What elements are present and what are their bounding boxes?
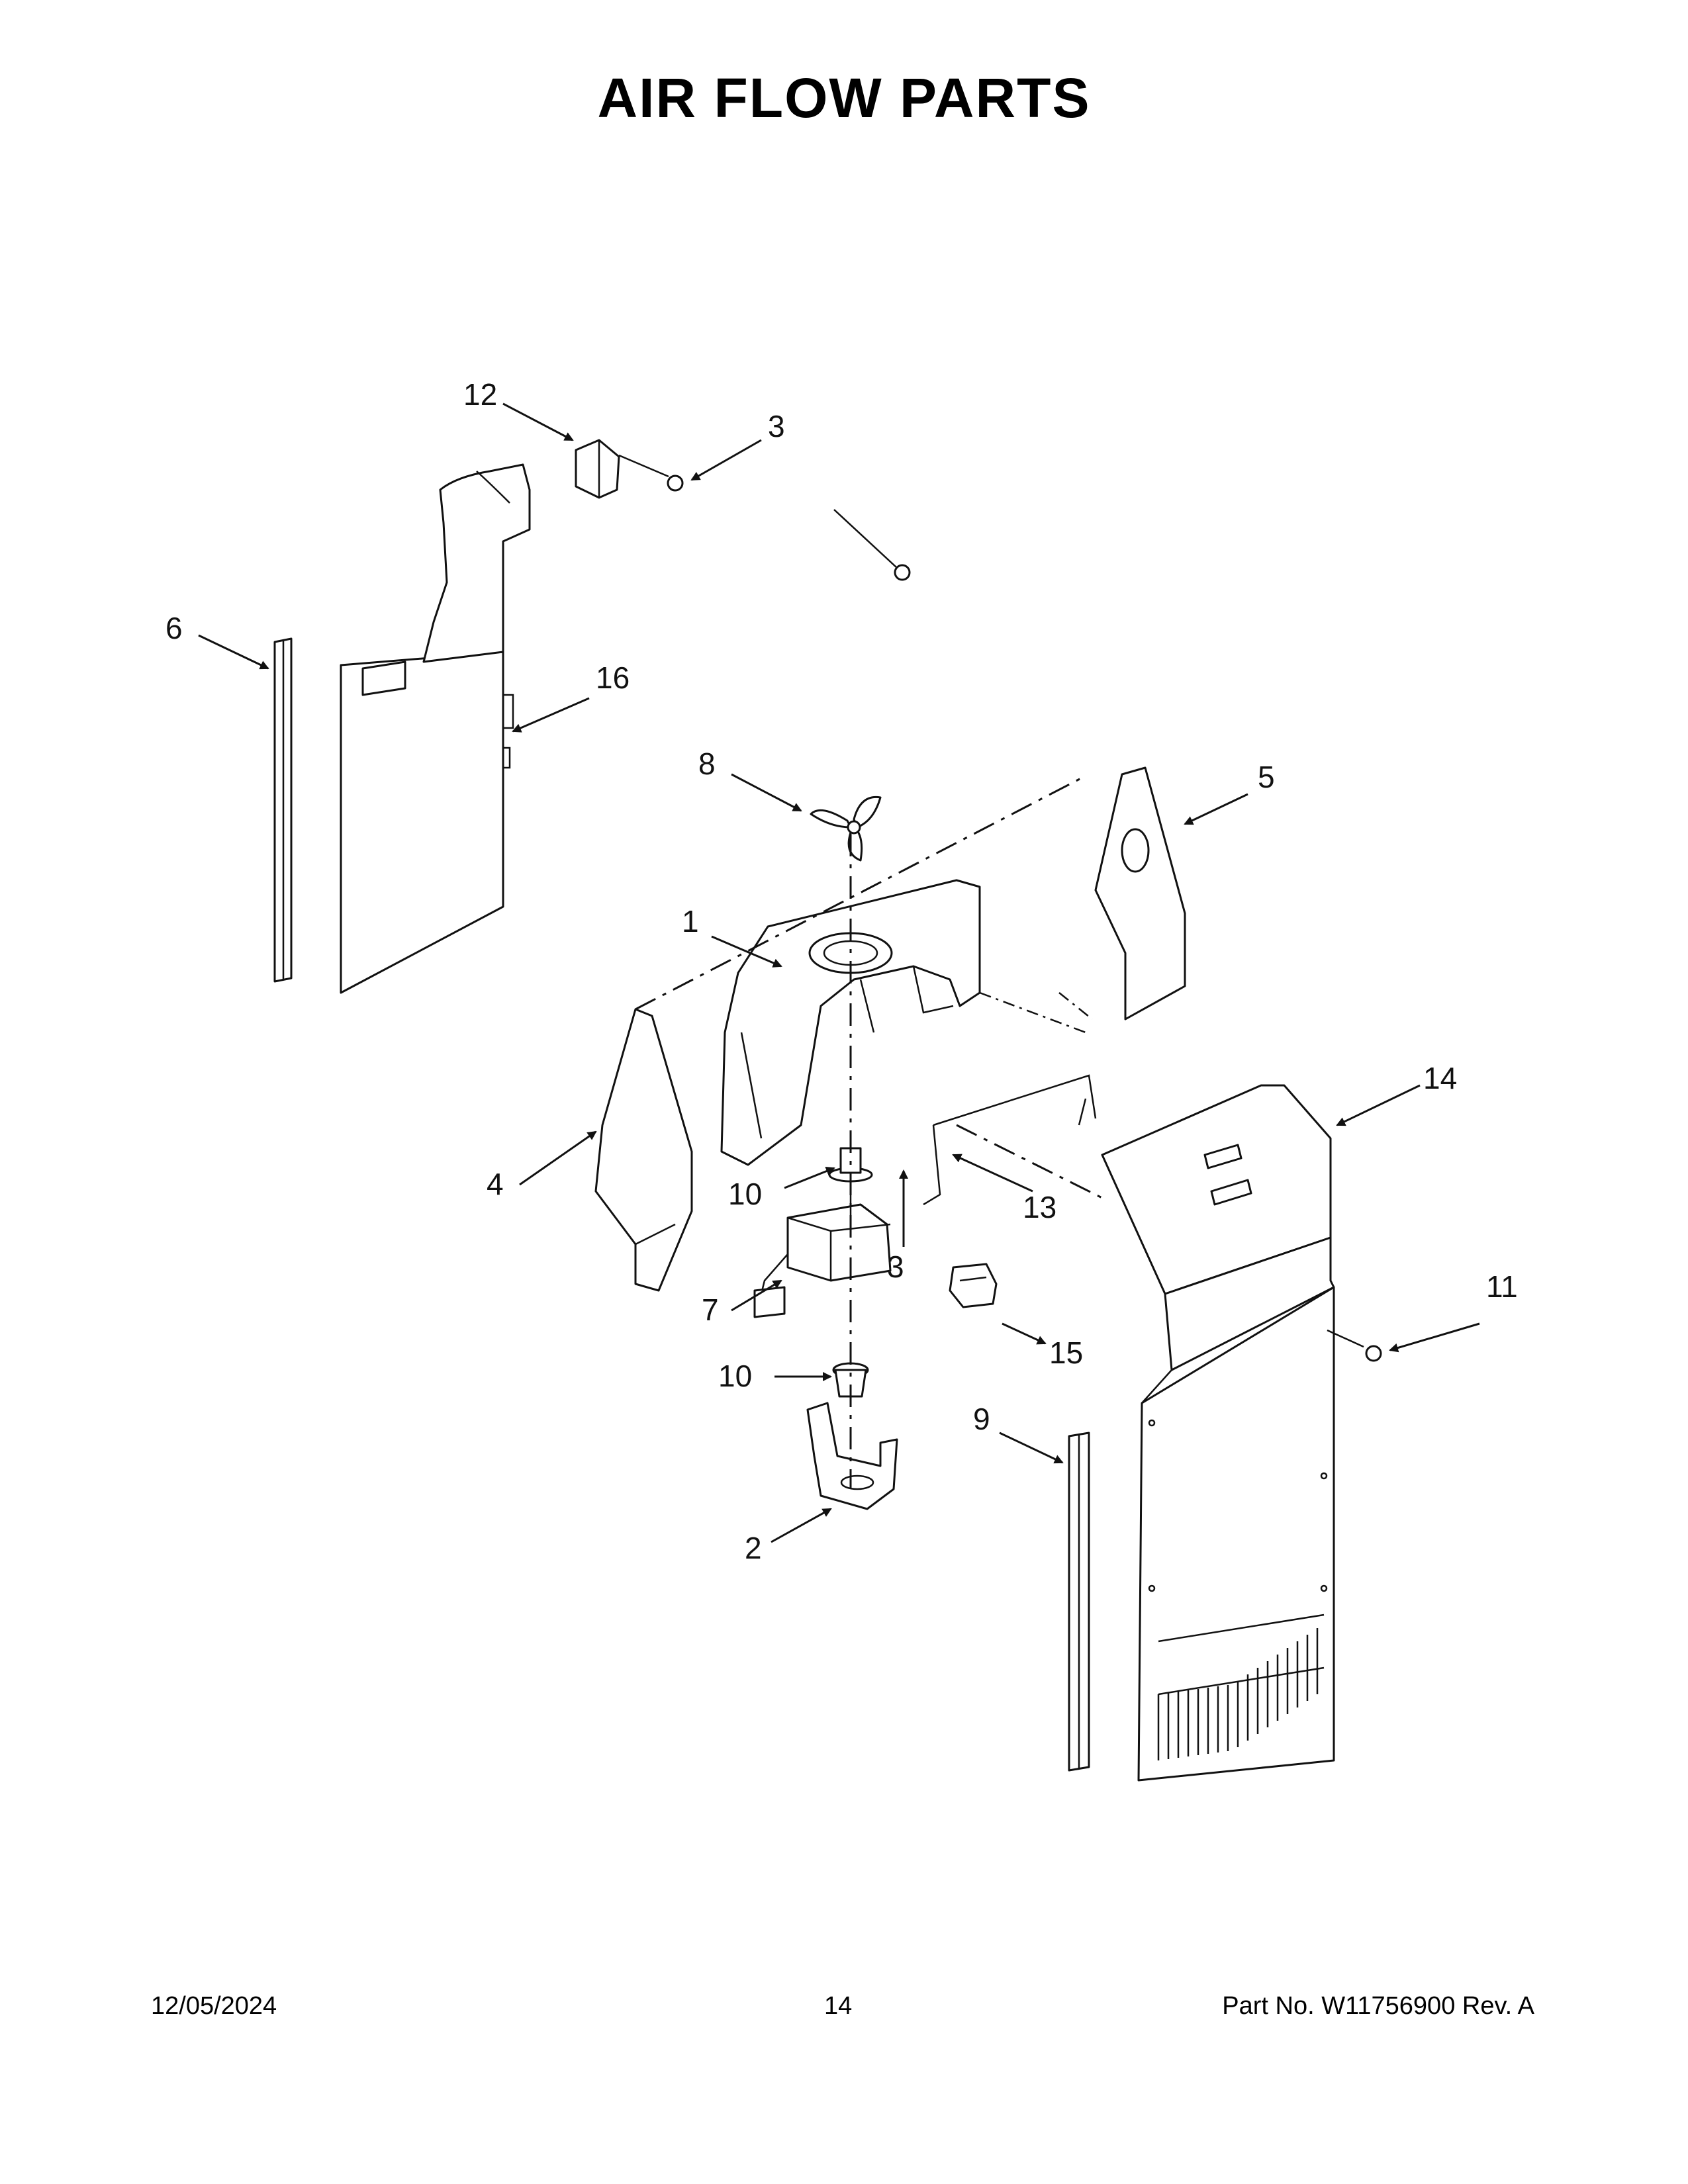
- part-4-baffle: [594, 1008, 693, 1292]
- callout-2: 2: [745, 1531, 762, 1565]
- callout-6: 6: [165, 611, 183, 645]
- part-11-screw: [1327, 1329, 1382, 1362]
- callout-10-lower: 10: [718, 1359, 752, 1393]
- callout-labels: 12 3 6 16 8 5 1 3 14 4 10 13 7 11 15 10 …: [165, 377, 1518, 1565]
- callout-7: 7: [702, 1293, 719, 1327]
- assembly-lines: [635, 776, 1103, 1489]
- callout-8: 8: [698, 747, 716, 781]
- callout-12: 12: [463, 377, 497, 412]
- part-2-motor-bracket: [806, 1402, 898, 1510]
- callout-1: 1: [682, 904, 699, 938]
- part-7-fan-motor: [753, 1185, 892, 1318]
- callout-9: 9: [973, 1402, 990, 1436]
- page-title: AIR FLOW PARTS: [597, 67, 1091, 129]
- callout-3-lower: 3: [887, 1250, 904, 1284]
- callout-4: 4: [487, 1167, 504, 1201]
- callout-11: 11: [1486, 1269, 1518, 1304]
- part-15-clip: [949, 1263, 998, 1308]
- callout-5: 5: [1258, 760, 1275, 794]
- callout-13: 13: [1023, 1190, 1056, 1224]
- footer-part-number: Part No. W11756900 Rev. A: [1222, 1992, 1534, 2020]
- footer-page-number: 14: [824, 1992, 853, 2020]
- part-13-wire-bracket: [923, 1074, 1097, 1206]
- part-10-bushing-lower: [832, 1362, 869, 1398]
- part-14-evaporator-cover: [1101, 1084, 1335, 1782]
- callout-14: 14: [1423, 1061, 1457, 1095]
- part-6-foam-strip: [273, 637, 293, 983]
- callout-3-upper: 3: [768, 409, 785, 443]
- part-16-evaporator-cover: [340, 463, 531, 994]
- part-12-bracket: [575, 439, 620, 499]
- part-5-baffle: [1094, 766, 1186, 1021]
- part-3-screw-lower: [833, 509, 911, 581]
- callout-16: 16: [596, 660, 630, 695]
- part-9-foam-strip: [1068, 1432, 1090, 1772]
- part-8-fan-blade: [810, 796, 882, 862]
- footer-date: 12/05/2024: [151, 1992, 277, 2020]
- callout-10-upper: 10: [728, 1177, 762, 1211]
- vent-slots: [1157, 1628, 1319, 1760]
- part-3-screw-upper: [618, 454, 684, 492]
- leader-arrows: [198, 402, 1480, 1543]
- callout-15: 15: [1049, 1336, 1083, 1370]
